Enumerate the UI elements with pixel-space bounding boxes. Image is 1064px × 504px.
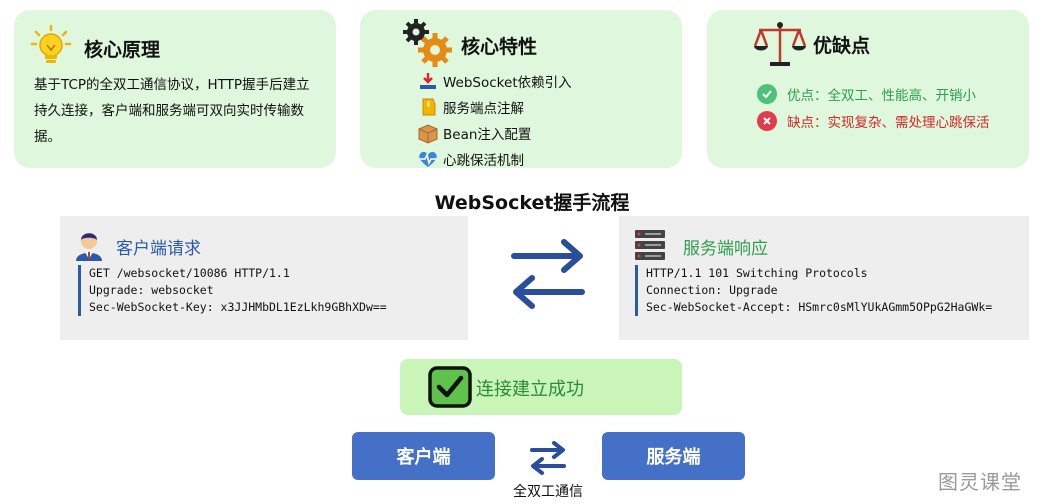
list-item: WebSocket依赖引入 [417, 68, 572, 94]
checkbox-check-icon [428, 366, 472, 408]
feature-label: 服务端点注解 [443, 101, 524, 117]
pros-text: 优点：全双工、性能高、开销小 [787, 87, 976, 104]
cross-icon [757, 110, 777, 131]
handshake-title: WebSocket握手流程 [434, 192, 630, 214]
client-request-panel: 客户端请求 GET /websocket/10086 HTTP/1.1 Upgr… [60, 216, 468, 340]
request-code: GET /websocket/10086 HTTP/1.1 Upgrade: w… [78, 265, 387, 316]
list-item: 优点：全双工、性能高、开销小 [757, 80, 990, 107]
list-item: Bean注入配置 [417, 120, 572, 146]
list-item: 服务端点注解 [417, 94, 572, 120]
pros-cons-title: 优缺点 [813, 35, 871, 57]
principle-line: 基于TCP的全双工通信协议，HTTP握手后建立 [34, 77, 310, 93]
principle-line: 持久连接，客户端和服务端可双向实时传输数 [34, 103, 304, 119]
heartbeat-icon [419, 151, 437, 167]
list-item: 心跳保活机制 [417, 146, 572, 172]
list-item: 缺点：实现复杂、需处理心跳保活 [757, 107, 990, 134]
response-line: Sec-WebSocket-Accept: HSmrc0sMlYUkAGmm5O… [646, 300, 993, 314]
exchange-arrows-icon [511, 239, 585, 309]
server-response-panel: 服务端响应 HTTP/1.1 101 Switching Protocols C… [619, 216, 1029, 340]
request-title: 客户端请求 [116, 239, 201, 259]
feature-label: Bean注入配置 [443, 127, 532, 143]
server-node: 服务端 [602, 432, 745, 480]
check-icon [757, 83, 777, 104]
features-title: 核心特性 [461, 36, 538, 58]
request-line: Sec-WebSocket-Key: x3JJHMbDL1EzLkh9GBhXD… [89, 300, 387, 314]
lightbulb-icon [30, 24, 72, 63]
principle-description: 基于TCP的全双工通信协议，HTTP握手后建立 持久连接，客户端和服务端可双向实… [34, 72, 326, 150]
success-label: 连接建立成功 [476, 379, 584, 400]
features-card: 核心特性 WebSocket依赖引入 服务端点注解 Bean注入配置 [360, 10, 682, 169]
principle-line: 据。 [34, 129, 61, 145]
server-icon [635, 230, 665, 260]
client-node: 客户端 [352, 432, 495, 480]
principle-card: 核心原理 基于TCP的全双工通信协议，HTTP握手后建立 持久连接，客户端和服务… [14, 10, 336, 168]
swap-arrows-icon [530, 441, 566, 475]
response-title: 服务端响应 [683, 239, 768, 259]
cons-text: 缺点：实现复杂、需处理心跳保活 [787, 114, 990, 131]
feature-label: 心跳保活机制 [443, 153, 524, 169]
feature-label: WebSocket依赖引入 [443, 75, 572, 91]
response-line: HTTP/1.1 101 Switching Protocols [646, 266, 868, 280]
watermark: 图灵课堂 [938, 470, 1022, 494]
box-icon [418, 124, 438, 144]
tag-icon [422, 98, 436, 116]
request-line: Upgrade: websocket [89, 283, 214, 297]
features-list: WebSocket依赖引入 服务端点注解 Bean注入配置 心跳保活机制 [417, 68, 572, 172]
pros-cons-list: 优点：全双工、性能高、开销小 缺点：实现复杂、需处理心跳保活 [757, 80, 990, 134]
principle-title: 核心原理 [84, 39, 161, 61]
connection-success-banner: 连接建立成功 [400, 359, 682, 415]
gears-icon [403, 19, 452, 67]
response-code: HTTP/1.1 101 Switching Protocols Connect… [635, 265, 992, 316]
request-line: GET /websocket/10086 HTTP/1.1 [89, 266, 290, 280]
pros-cons-card: 优缺点 优点：全双工、性能高、开销小 缺点：实现复杂、需处理心跳保活 [707, 10, 1029, 168]
scale-icon [753, 22, 807, 66]
duplex-label: 全双工通信 [513, 484, 583, 500]
user-avatar-icon [76, 233, 102, 261]
response-line: Connection: Upgrade [646, 283, 778, 297]
download-icon [420, 73, 436, 89]
